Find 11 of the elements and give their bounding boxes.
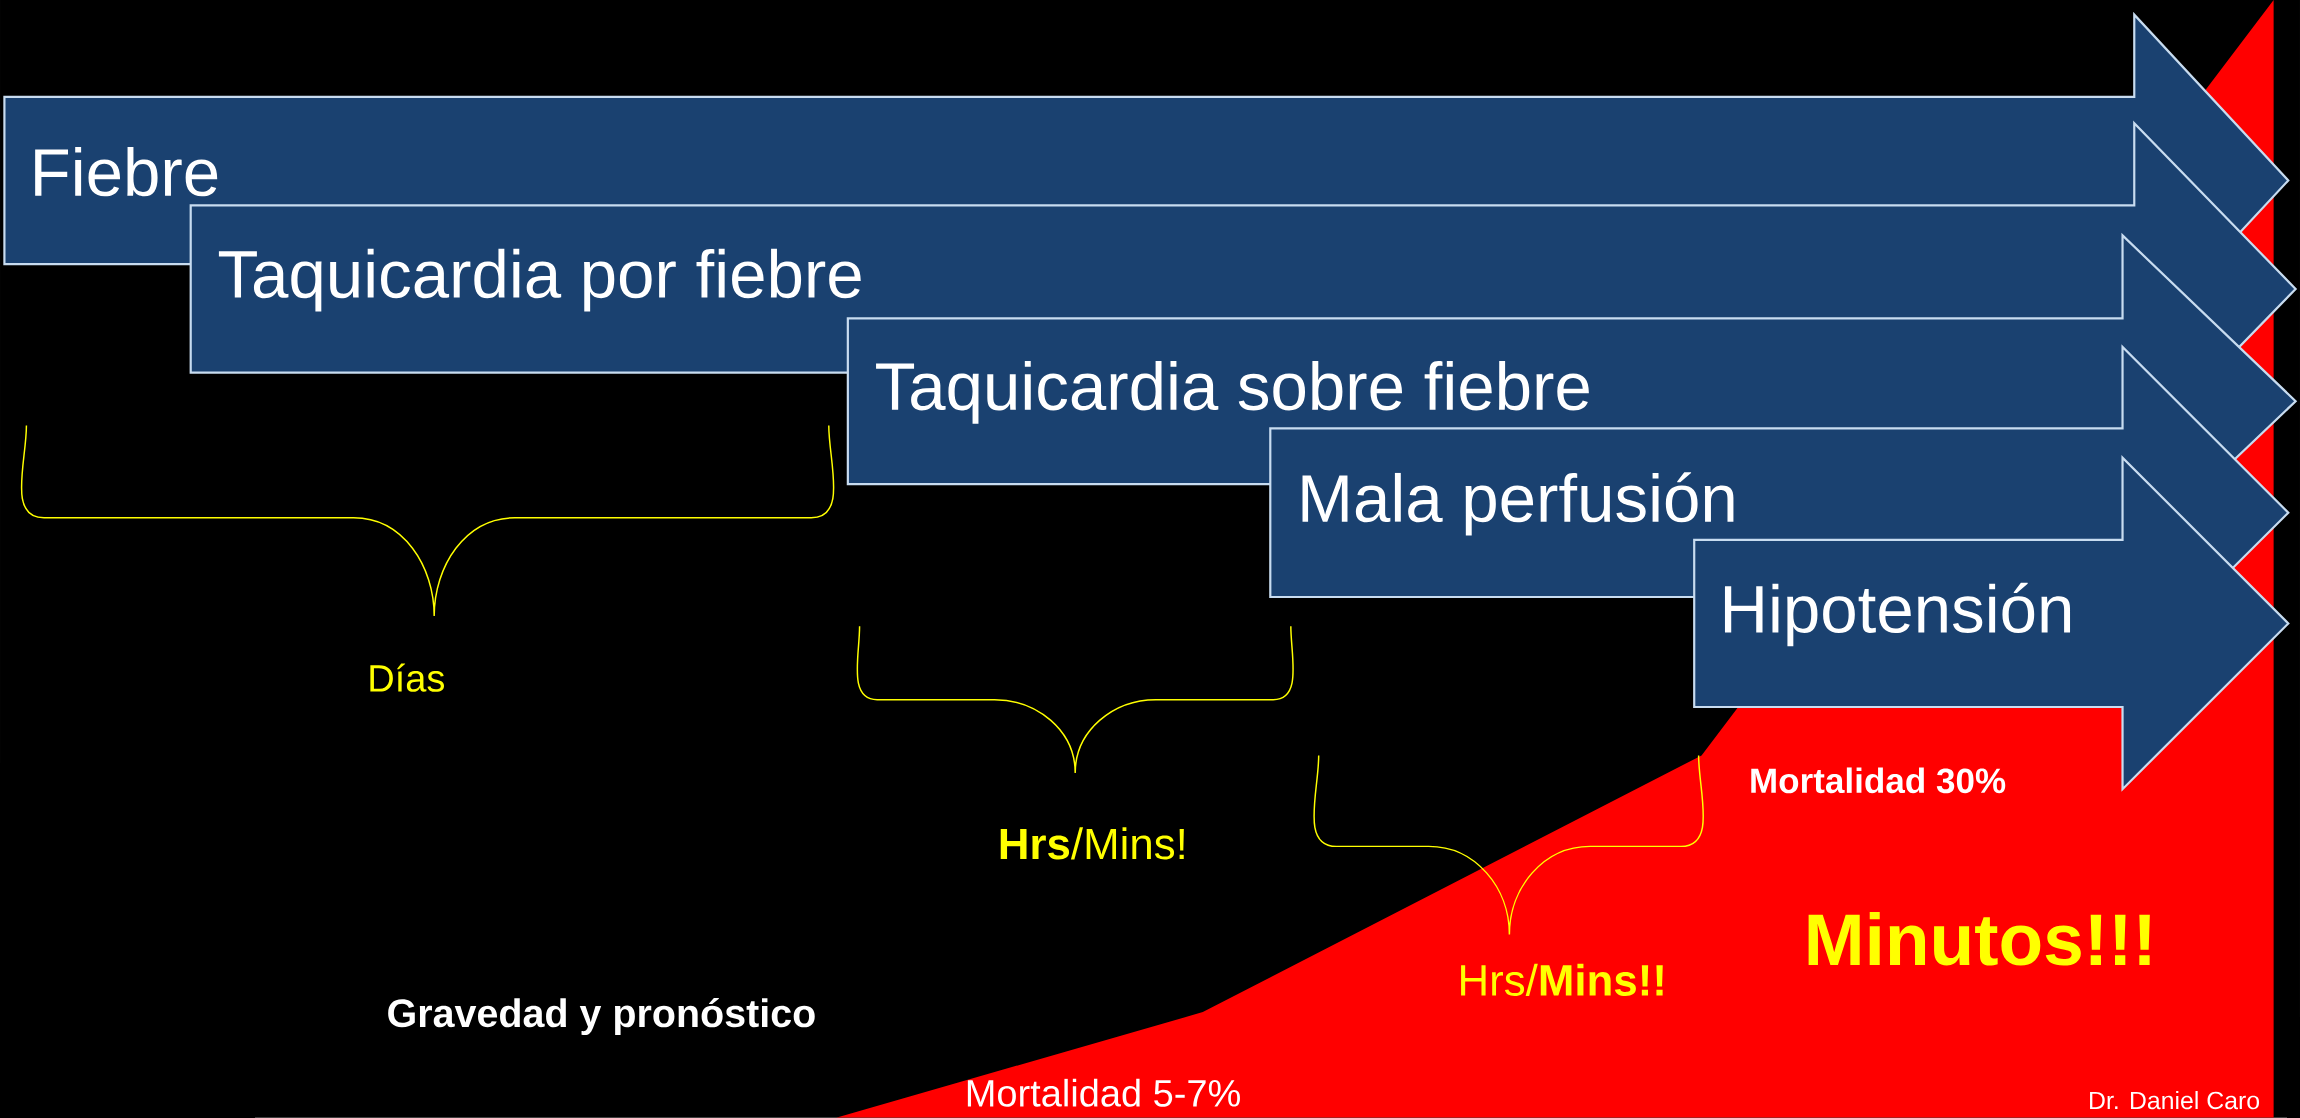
node-label: Hipotensión: [1724, 583, 2071, 647]
node-label: Fiebre: [35, 147, 218, 197]
label-text: Dr. Daniel Caro: [2090, 1091, 2260, 1110]
label-text: Días: [370, 663, 444, 692]
label-text: Mortalidad 30%: [1751, 767, 2006, 794]
label-text: Mortalidad 5-7%: [967, 1079, 1240, 1107]
label-text: Hrs/Mins!!: [1461, 963, 1663, 997]
label-text: Hrs/Mins!: [1000, 827, 1184, 860]
label-text: Minutos!!!: [1808, 912, 2150, 966]
node-label: Taquicardia sobre fiebre: [876, 361, 1589, 424]
label-text: Gravedad y pronóstico: [388, 998, 815, 1036]
